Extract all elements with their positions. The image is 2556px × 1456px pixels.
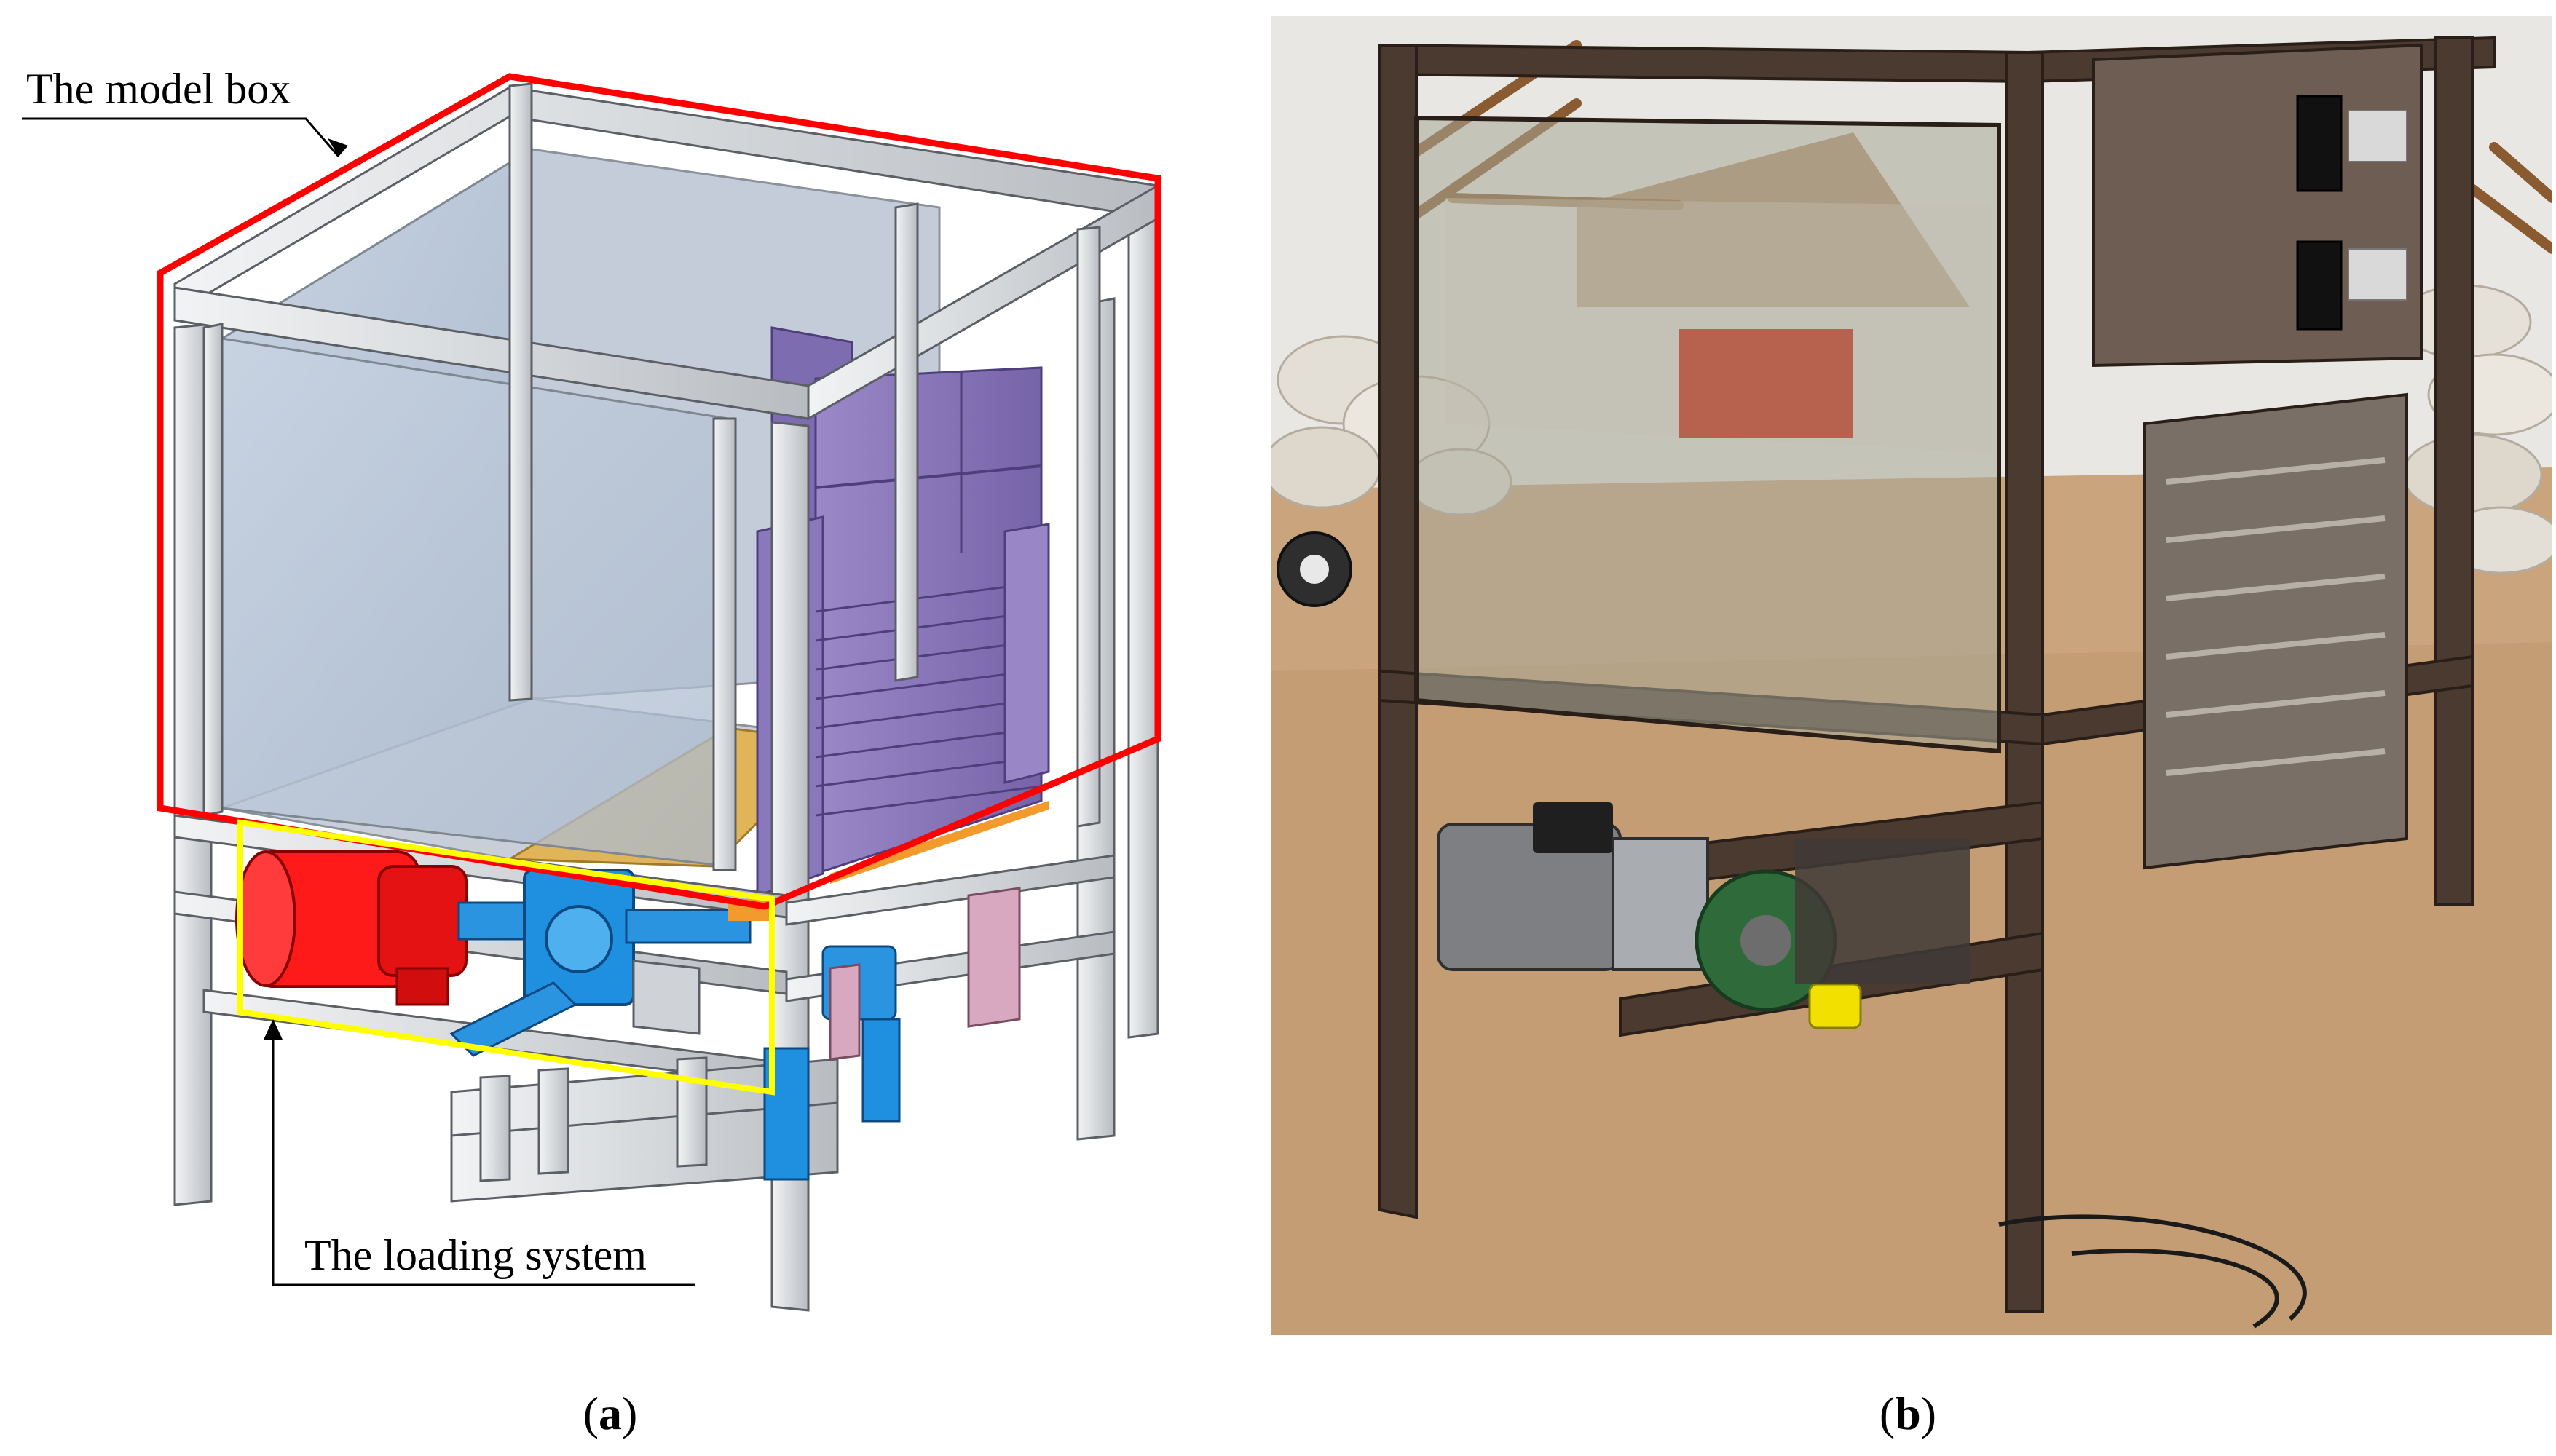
bracket [967,887,1021,1028]
model-box-label: The model box [26,65,291,113]
caption-a-letter: a [599,1388,622,1439]
cad-drawing-panel: The model box The loading system [0,0,1238,1369]
model-box-outline [157,73,1161,910]
loading-system-leader-line [272,1023,695,1286]
cad-model-drawing [22,73,1161,1312]
retaining-plates [2143,392,2408,870]
caption-a-open-paren: ( [583,1388,599,1439]
caption-b-letter: b [1895,1388,1921,1439]
loading-system-components [235,850,1021,1181]
loading-system-label: The loading system [304,1231,647,1279]
caption-b-open-paren: ( [1879,1388,1896,1439]
top-frame [173,82,1159,871]
brick-structure [1679,329,1853,438]
caption-b-close-paren: ) [1920,1388,1937,1439]
cable [1998,1214,2307,1329]
motor-assembly [1437,802,1970,1029]
loading-system-outline [237,819,775,1096]
panel-a-caption: (a) [537,1387,683,1441]
apparatus-photo [1262,16,2556,1335]
panel-b-caption: (b) [1835,1387,1981,1441]
control-box [2092,43,2423,368]
front-glass-panel [221,337,730,868]
model-box-leader-line [22,117,340,157]
caption-a-close-paren: ) [622,1388,638,1439]
cable-reel [1277,531,1352,607]
photo-panel [1262,16,2556,1335]
